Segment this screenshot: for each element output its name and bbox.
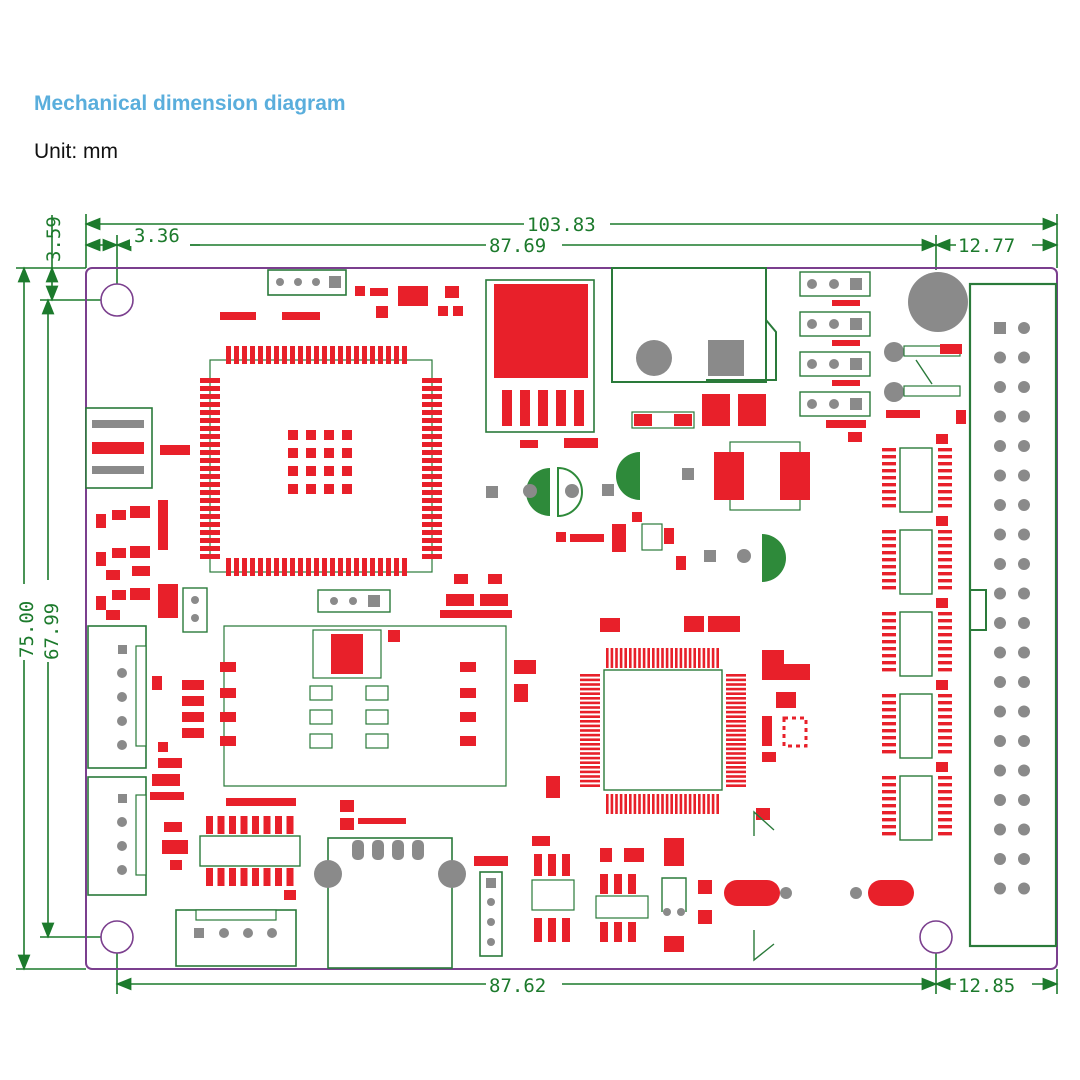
- dim-hole-offset-y: 3.59: [43, 216, 65, 262]
- diagram-title: Mechanical dimension diagram: [34, 92, 346, 115]
- dim-right-margin-top: 12.77: [958, 235, 1015, 257]
- dim-hole-spacing-y: 67.99: [41, 603, 63, 660]
- pcb-components: [85, 267, 1058, 969]
- mounting-holes: [100, 283, 953, 954]
- dim-overall-height: 75.00: [16, 601, 38, 658]
- dim-overall-width: 103.83: [527, 214, 596, 236]
- sim-socket: [220, 625, 507, 787]
- ethernet-chip: [546, 616, 810, 820]
- pin-header-2x20: [968, 282, 1058, 948]
- dimension-labels: 103.83 3.36 87.69 12.77 87.62 12.85 3.59…: [12, 212, 1032, 997]
- dim-bottom-hole-spacing: 87.62: [489, 975, 546, 997]
- dim-hole-offset-x: 3.36: [134, 225, 180, 247]
- rj45-jack: [314, 800, 466, 969]
- dim-top-hole-spacing: 87.69: [489, 235, 546, 257]
- mcu-chip: [200, 346, 442, 576]
- dim-right-margin-bottom: 12.85: [958, 975, 1015, 997]
- unit-label: Unit: mm: [34, 140, 118, 163]
